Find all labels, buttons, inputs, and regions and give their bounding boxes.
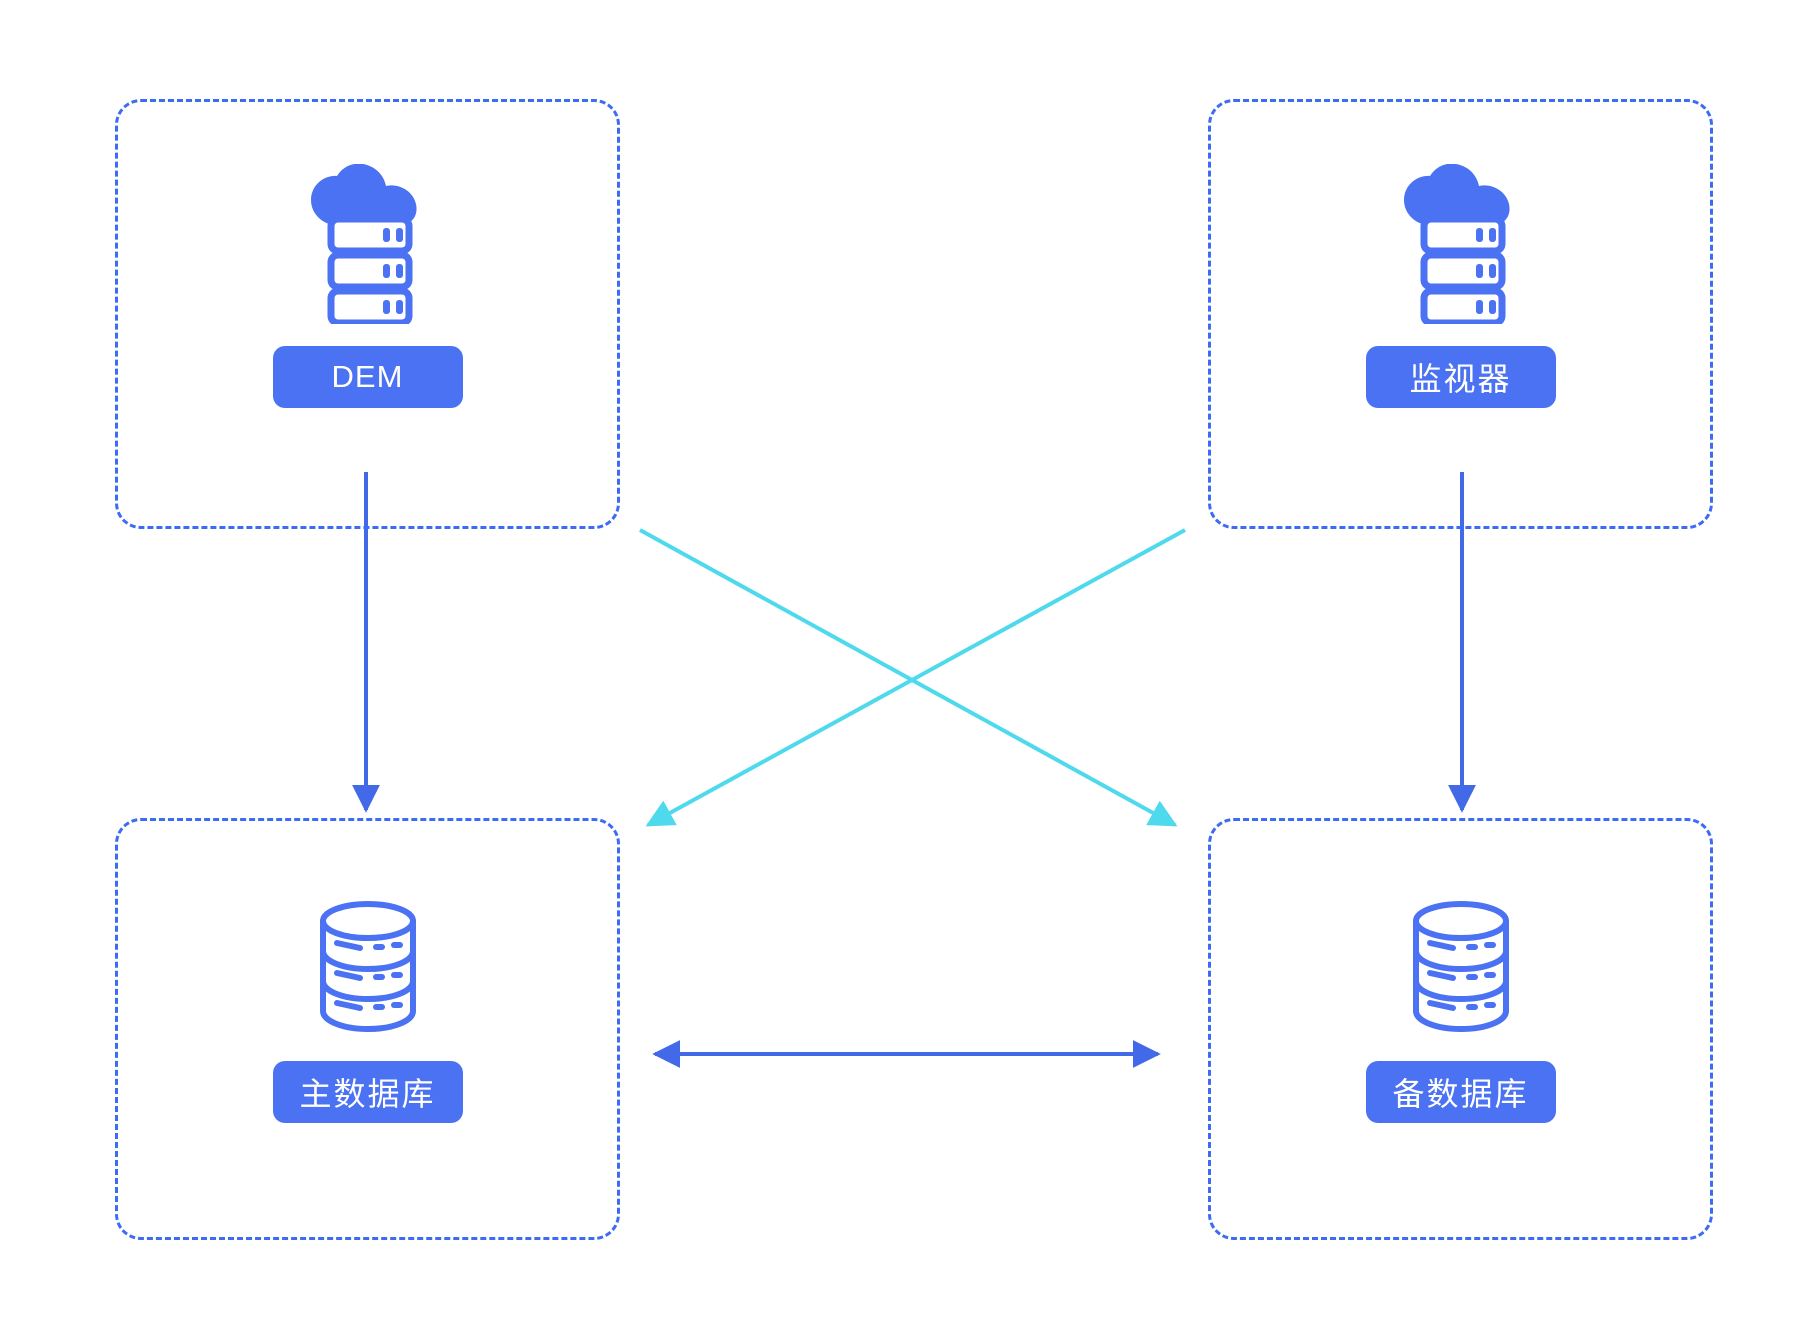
node-dem[interactable]: DEM — [115, 99, 620, 529]
edge-monitor-to-primary-db — [645, 528, 1186, 827]
node-label-primary-db[interactable]: 主数据库 — [272, 1061, 463, 1123]
database-cylinder-icon — [293, 899, 443, 1039]
cloud-server-icon — [1386, 164, 1536, 324]
node-label-dem[interactable]: DEM — [272, 346, 463, 408]
database-cylinder-icon — [1386, 899, 1536, 1039]
cloud-server-icon — [293, 164, 443, 324]
node-monitor[interactable]: 监视器 — [1208, 99, 1713, 529]
node-label-standby-db[interactable]: 备数据库 — [1365, 1061, 1556, 1123]
edge-dem-to-standby-db — [639, 528, 1178, 827]
node-label-monitor[interactable]: 监视器 — [1365, 346, 1556, 408]
node-primary-db[interactable]: 主数据库 — [115, 818, 620, 1240]
node-standby-db[interactable]: 备数据库 — [1208, 818, 1713, 1240]
